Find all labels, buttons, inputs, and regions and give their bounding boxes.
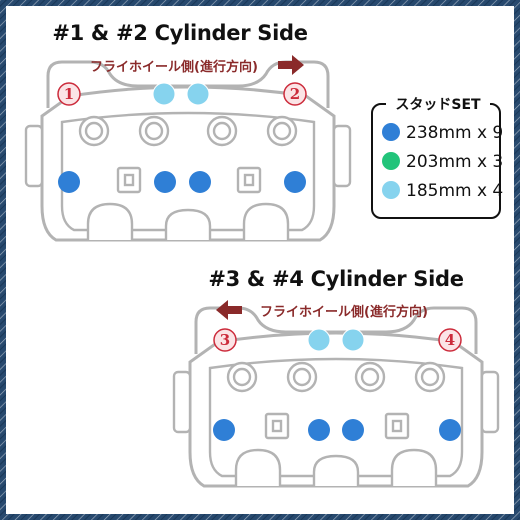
direction-arrow-right-icon: [278, 55, 304, 75]
svg-text:4: 4: [445, 331, 455, 349]
section-1-flywheel-label: フライホイール側(進行方向): [90, 59, 258, 75]
svg-text:3: 3: [220, 331, 230, 349]
stud-238mm: [58, 171, 80, 193]
legend-label-238mm: 238mm x 9: [406, 123, 503, 143]
studs-head-1-2: [58, 82, 306, 193]
stud-238mm: [439, 419, 461, 441]
studs-head-3-4: [213, 328, 461, 441]
svg-text:1: 1: [64, 85, 74, 103]
stud-185mm: [152, 82, 176, 106]
stud-238mm: [284, 171, 306, 193]
svg-text:2: 2: [290, 85, 300, 103]
section-1-title: #1 & #2 Cylinder Side: [52, 21, 307, 45]
legend-title: スタッドSET: [395, 97, 481, 113]
stud-238mm: [213, 419, 235, 441]
stud-185mm: [341, 328, 365, 352]
legend-swatch-203mm: [382, 152, 400, 170]
stud-185mm: [307, 328, 331, 352]
stud-238mm: [342, 419, 364, 441]
position-marker-4: 4: [438, 328, 462, 352]
stud-238mm: [154, 171, 176, 193]
position-marker-3: 3: [213, 328, 237, 352]
legend-swatch-185mm: [382, 181, 400, 199]
position-marker-1: 1: [57, 82, 81, 106]
section-2-title: #3 & #4 Cylinder Side: [208, 267, 463, 291]
legend-label-185mm: 185mm x 4: [406, 181, 503, 201]
legend-stud-set: スタッドSET 238mm x 9 203mm x 3 185mm x 4: [371, 96, 503, 219]
legend-swatch-238mm: [382, 123, 400, 141]
section-2-flywheel-label: フライホイール側(進行方向): [260, 304, 428, 320]
stud-238mm: [189, 171, 211, 193]
direction-arrow-left-icon: [216, 300, 242, 320]
stud-185mm: [186, 82, 210, 106]
legend-label-203mm: 203mm x 3: [406, 152, 503, 172]
stud-238mm: [308, 419, 330, 441]
position-marker-2: 2: [283, 82, 307, 106]
